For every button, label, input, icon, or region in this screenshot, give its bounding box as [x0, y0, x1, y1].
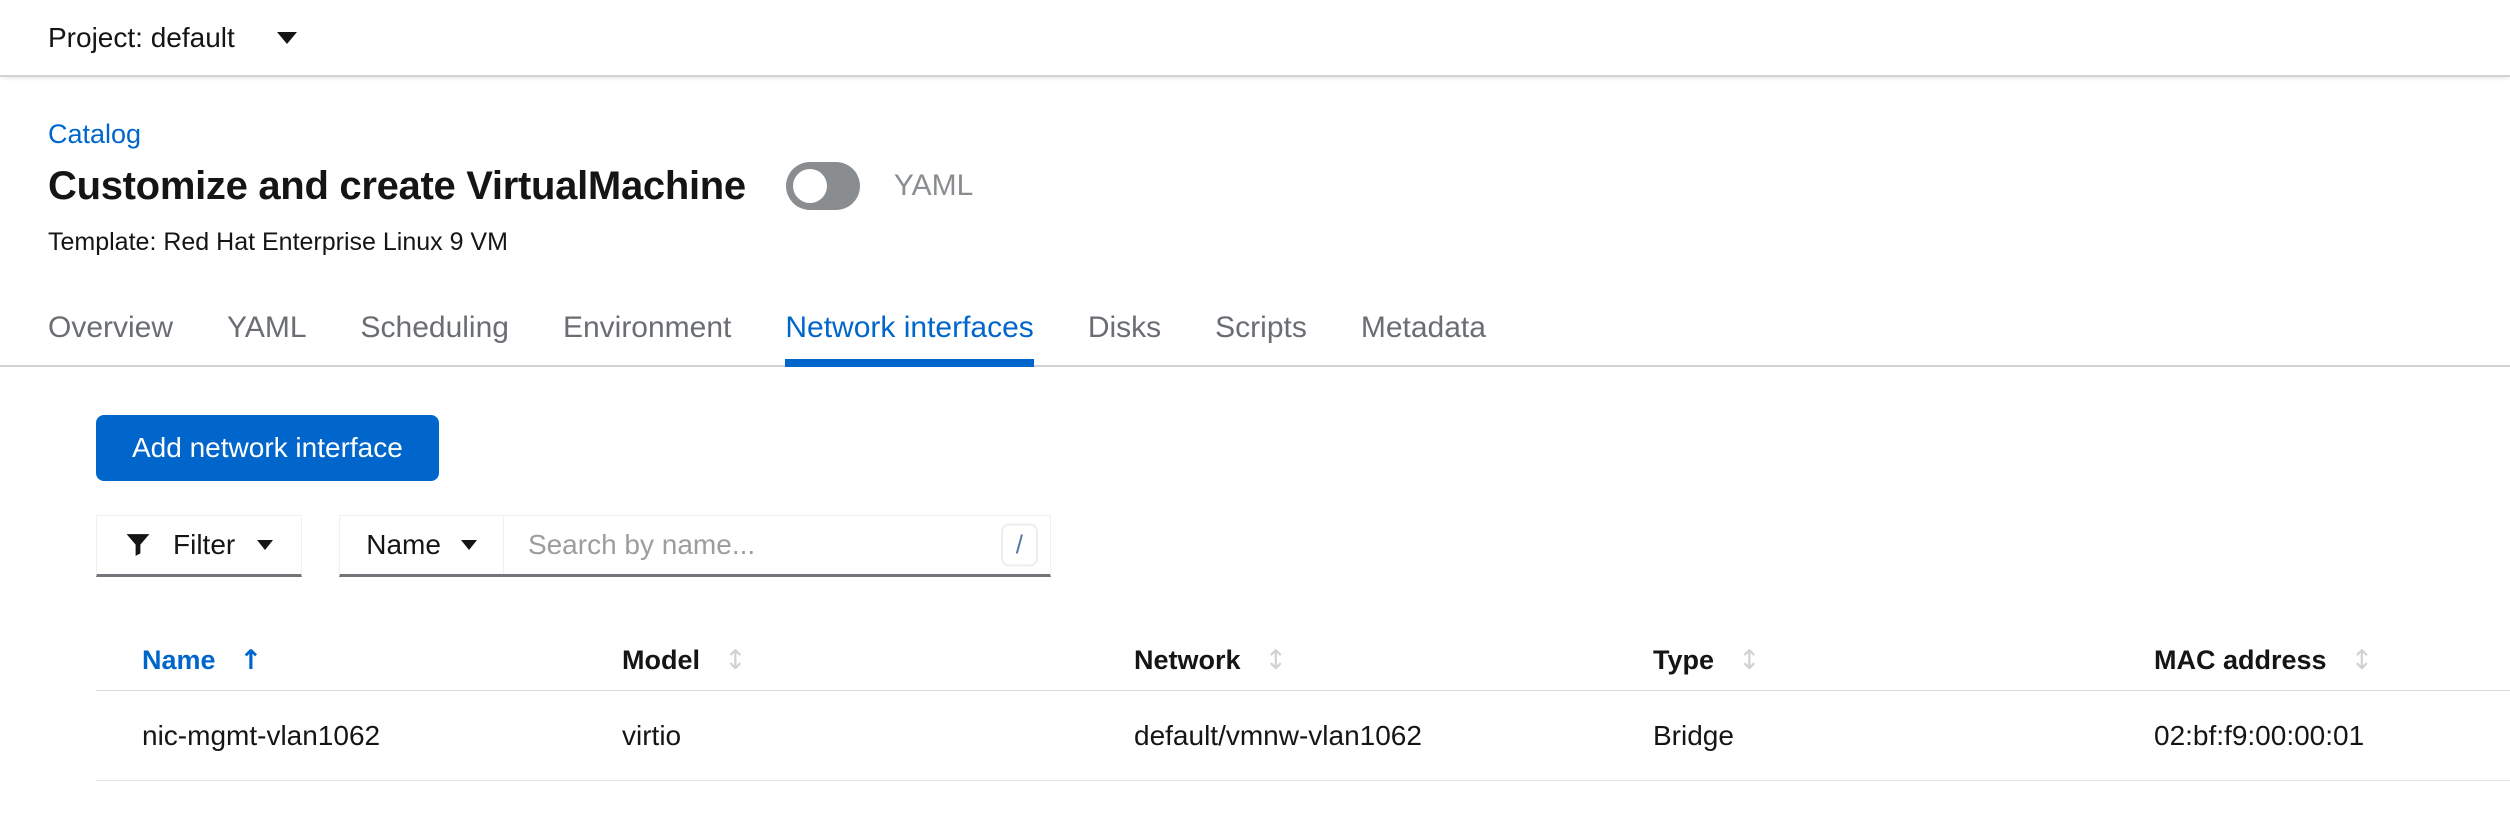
column-header-model[interactable]: Model ↕	[576, 645, 1088, 676]
yaml-toggle-label: YAML	[893, 169, 974, 202]
table-row: nic-mgmt-vlan1062 virtio default/vmnw-vlan…	[96, 691, 2510, 781]
table-header-row: Name ↑ Model ↕ Network ↕ Type ↕ MAC address ↕	[96, 631, 2510, 691]
page-title: Customize and create VirtualMachine	[48, 163, 746, 208]
sort-both-icon[interactable]: ↕	[2350, 645, 2374, 676]
filter-dropdown-label: Filter	[173, 529, 236, 560]
title-row: Customize and create VirtualMachine YAML	[48, 162, 2462, 210]
column-header-label: Network	[1134, 645, 1241, 675]
search-attribute-dropdown[interactable]: Name	[340, 516, 504, 574]
tab-yaml[interactable]: YAML	[227, 311, 307, 344]
cell-network: default/vmnw-vlan1062	[1134, 719, 1422, 751]
search-input[interactable]	[503, 516, 1050, 574]
search-attribute-label: Name	[366, 529, 441, 560]
add-network-interface-button[interactable]: Add network interface	[96, 415, 439, 481]
cell-mac-address: 02:bf:f9:00:00:01	[2154, 719, 2365, 751]
column-header-type[interactable]: Type ↕	[1607, 645, 2108, 676]
cell-type: Bridge	[1653, 719, 1734, 751]
cell-model: virtio	[622, 719, 682, 751]
table-body: nic-mgmt-vlan1062 virtio default/vmnw-vlan…	[96, 691, 2510, 781]
list-toolbar: Filter Name /	[96, 515, 2510, 577]
chevron-down-icon	[276, 31, 297, 44]
sort-both-icon[interactable]: ↕	[724, 645, 747, 676]
column-header-label: MAC address	[2154, 645, 2327, 675]
tab-disks[interactable]: Disks	[1087, 311, 1162, 344]
project-selector-label: Project: default	[48, 21, 235, 53]
tab-scheduling[interactable]: Scheduling	[360, 311, 509, 344]
project-selector[interactable]: Project: default	[48, 22, 297, 54]
chevron-down-icon	[460, 540, 477, 550]
template-subtitle: Template: Red Hat Enterprise Linux 9 VM	[48, 228, 508, 256]
column-header-name[interactable]: Name ↑	[96, 645, 576, 676]
tab-environment[interactable]: Environment	[562, 311, 732, 344]
keyboard-shortcut-hint: /	[1000, 523, 1038, 567]
tab-network-interfaces[interactable]: Network interfaces	[785, 313, 1034, 367]
sort-both-icon[interactable]: ↕	[1738, 645, 1761, 676]
network-interfaces-table: Name ↑ Model ↕ Network ↕ Type ↕ MAC address ↕ nic…	[96, 631, 2510, 781]
column-header-network[interactable]: Network ↕	[1088, 645, 1607, 676]
sort-both-icon[interactable]: ↕	[1264, 645, 1288, 676]
column-header-label: Model	[622, 645, 700, 675]
toggle-knob	[792, 169, 827, 203]
search-group: Name /	[339, 515, 1051, 577]
column-header-mac-address[interactable]: MAC address ↕	[2108, 645, 2510, 676]
tab-overview[interactable]: Overview	[48, 311, 174, 344]
tab-metadata[interactable]: Metadata	[1360, 311, 1486, 344]
yaml-toggle-switch[interactable]	[785, 162, 860, 210]
cell-name: nic-mgmt-vlan1062	[142, 719, 381, 751]
funnel-icon	[126, 534, 150, 556]
filter-dropdown[interactable]: Filter	[96, 515, 303, 577]
search-field-wrap: /	[503, 516, 1050, 574]
chevron-down-icon	[257, 540, 274, 550]
network-interfaces-panel: Add network interface Filter Name / Name…	[0, 367, 2510, 781]
tabs: Overview YAML Scheduling Environment Network…	[0, 313, 2510, 367]
page-header: Catalog Customize and create VirtualMach…	[0, 77, 2510, 257]
project-bar: Project: default	[0, 0, 2510, 77]
tab-scripts[interactable]: Scripts	[1215, 311, 1307, 344]
sort-ascending-icon[interactable]: ↑	[239, 645, 263, 676]
column-header-label: Type	[1653, 645, 1715, 675]
breadcrumb-catalog-link[interactable]: Catalog	[48, 119, 142, 149]
column-header-label: Name	[142, 645, 216, 675]
